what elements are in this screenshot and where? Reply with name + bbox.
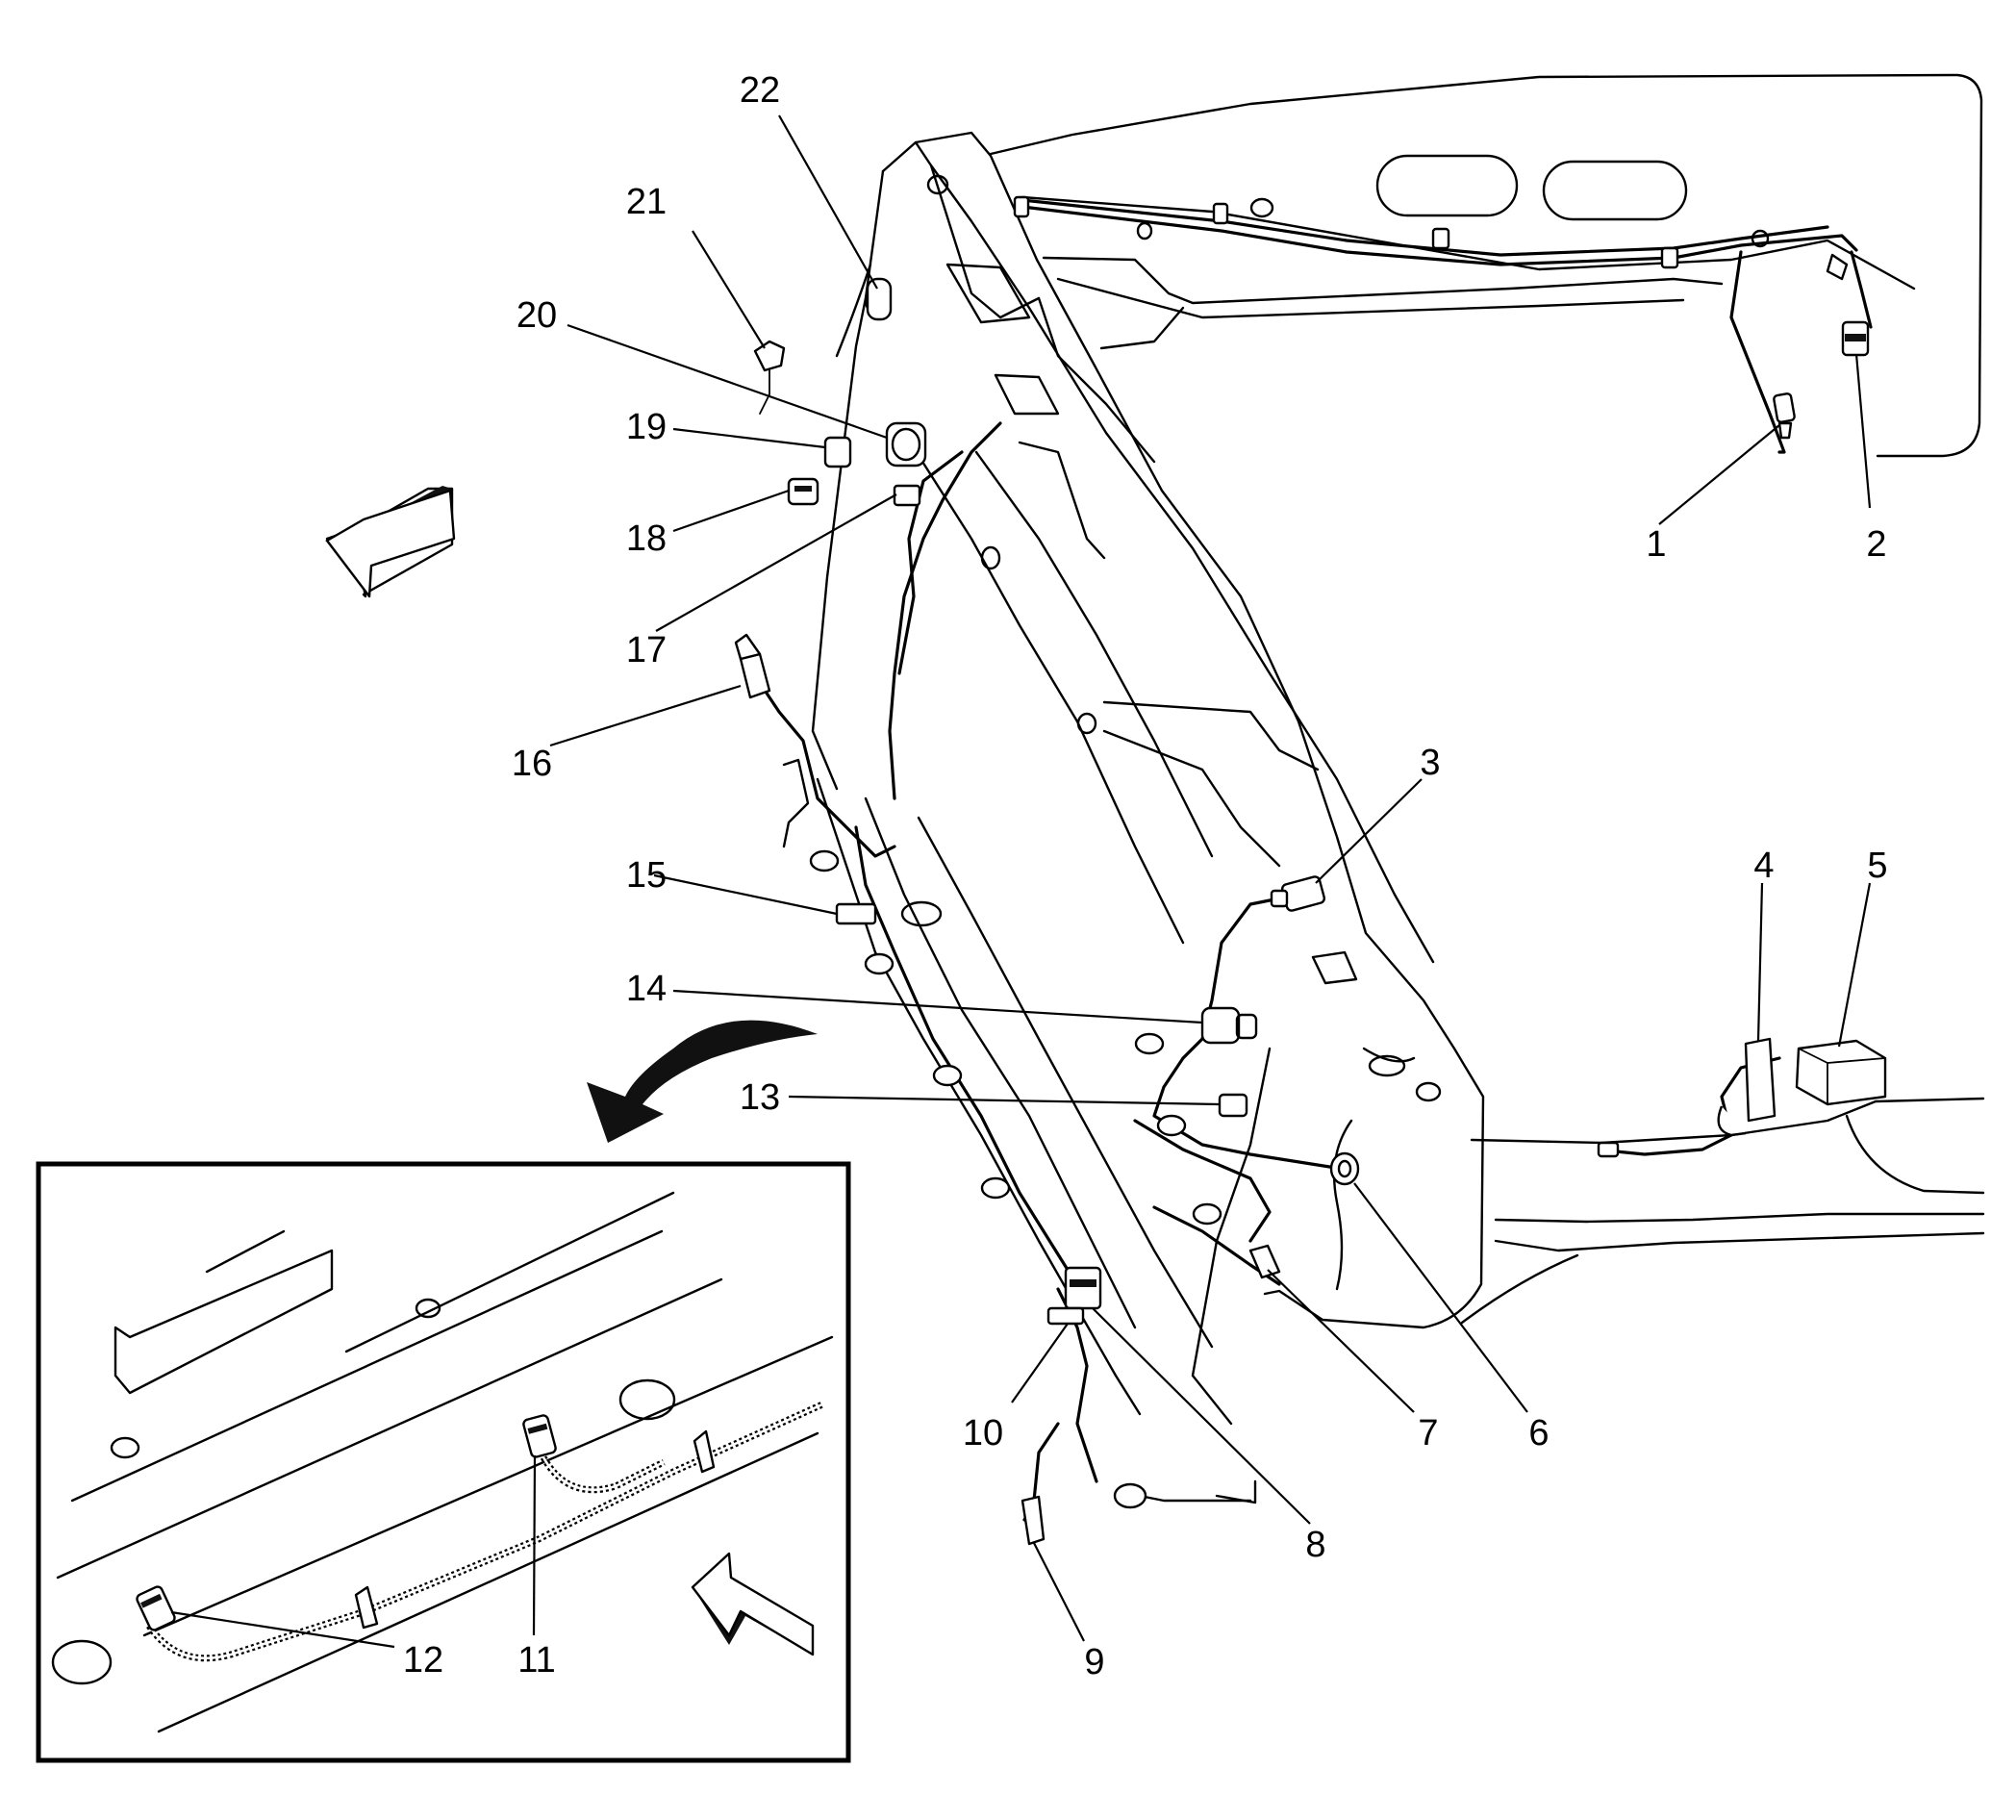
harness-wires (758, 198, 1873, 1522)
callout-15: 15 (626, 855, 667, 896)
inset-detail (36, 1161, 851, 1763)
connector-17 (893, 484, 921, 507)
connector-8 (1064, 1266, 1102, 1310)
callout-21: 21 (626, 182, 667, 222)
connector-16 (734, 633, 771, 699)
callout-8: 8 (1305, 1525, 1325, 1565)
connector-19 (823, 436, 852, 468)
callout-14: 14 (626, 969, 667, 1009)
callout-18: 18 (626, 518, 667, 559)
callout-13: 13 (740, 1077, 780, 1118)
body-panel (989, 73, 1985, 1325)
callout-22: 22 (740, 70, 780, 111)
component-20 (885, 421, 927, 468)
connector-7 (1248, 1244, 1281, 1279)
callout-6: 6 (1528, 1413, 1549, 1453)
connector-15 (835, 902, 877, 925)
grommet-6 (1329, 1151, 1360, 1186)
callout-9: 9 (1084, 1642, 1104, 1682)
clip-21 (753, 340, 786, 415)
curved-arrow-down (587, 1020, 818, 1143)
callout-7: 7 (1418, 1413, 1438, 1453)
connector-1 (1773, 392, 1796, 440)
connector-2 (1826, 253, 1870, 357)
callout-2: 2 (1866, 524, 1886, 565)
callout-19: 19 (626, 407, 667, 447)
callout-5: 5 (1867, 846, 1887, 886)
connector-9 (1021, 1495, 1046, 1546)
connector-12 (136, 1585, 176, 1631)
callout-labels: 1 2 3 4 5 6 7 8 9 10 11 12 13 14 15 16 1… (403, 70, 1888, 1682)
direction-arrow-upper-left (325, 486, 456, 598)
connector-11 (522, 1414, 557, 1458)
callout-12: 12 (403, 1640, 443, 1681)
module-5 (1795, 1039, 1887, 1106)
connector-18 (787, 477, 819, 506)
connector-14 (1200, 1006, 1258, 1045)
callout-1: 1 (1646, 524, 1666, 565)
connector-3 (1270, 875, 1326, 912)
callout-16: 16 (512, 744, 552, 784)
callout-3: 3 (1420, 743, 1440, 783)
callout-17: 17 (626, 630, 667, 670)
callout-10: 10 (963, 1413, 1003, 1453)
connector-4 (1717, 1037, 1777, 1137)
connector-10 (1046, 1306, 1085, 1326)
leader-lines (170, 114, 1872, 1649)
components (734, 195, 1887, 1546)
callout-20: 20 (517, 295, 557, 336)
frame-pillar (782, 131, 1485, 1504)
harness-clips (809, 195, 1679, 1509)
callout-4: 4 (1753, 846, 1774, 886)
callout-11: 11 (517, 1640, 555, 1681)
grommet-22 (866, 277, 893, 321)
connector-13 (1218, 1093, 1248, 1118)
